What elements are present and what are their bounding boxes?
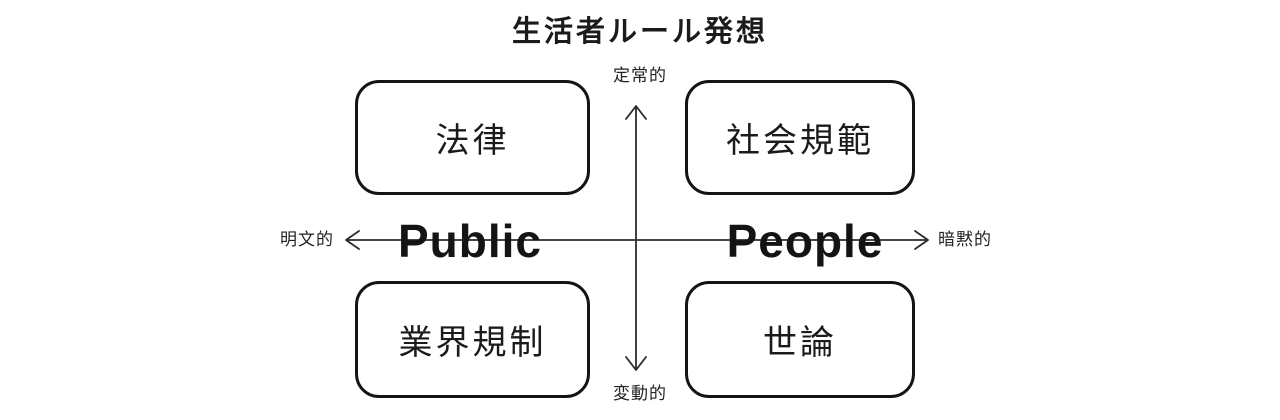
vertical-axis-arrowhead-up-icon [625, 105, 647, 120]
quadrant-label-social-norms: 社会規範 [726, 122, 874, 160]
diagram-title: 生活者ルール発想 [511, 16, 768, 48]
quadrant-label-industry-regulation: 業界規制 [398, 324, 547, 362]
axis-label-steady: 定常的 [613, 66, 667, 85]
axis-word-public: Public [397, 215, 543, 267]
axis-label-variable: 変動的 [613, 384, 667, 403]
axis-label-implicit: 暗黙的 [938, 230, 992, 249]
vertical-axis-arrowhead-down-icon [625, 356, 647, 371]
quadrant-box-social-norms: 社会規範 [685, 80, 915, 195]
quadrant-box-public-opinion: 世論 [685, 281, 915, 398]
quadrant-label-law: 法律 [435, 122, 510, 160]
axis-word-people: People [726, 215, 884, 267]
quadrant-box-industry-regulation: 業界規制 [355, 281, 590, 398]
horizontal-axis-arrowhead-right-icon [914, 230, 929, 250]
quadrant-box-law: 法律 [355, 80, 590, 195]
quadrant-label-public-opinion: 世論 [763, 324, 837, 362]
axis-label-explicit: 明文的 [280, 230, 334, 249]
horizontal-axis-arrowhead-left-icon [345, 230, 360, 250]
